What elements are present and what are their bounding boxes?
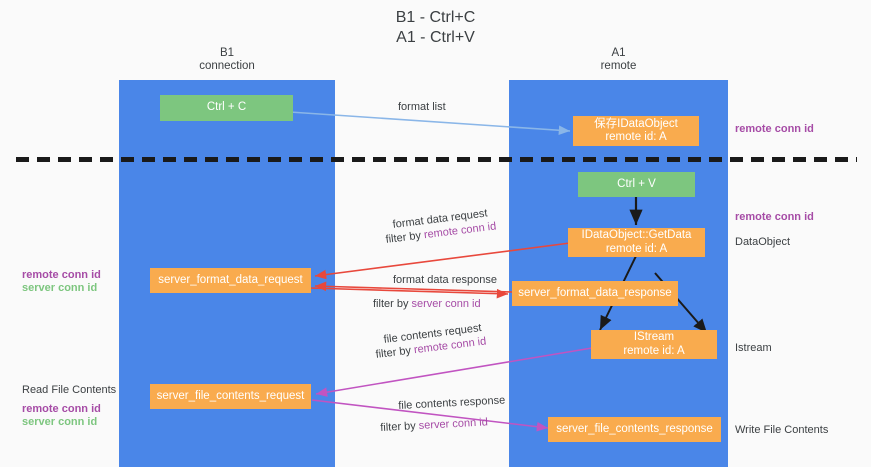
annotation-left-server-conn-id-2: server conn id	[22, 416, 98, 428]
phase-divider	[16, 157, 857, 162]
node-ctrl-c[interactable]: Ctrl + C	[160, 95, 293, 121]
annotation-left-remote-conn-id-1: remote conn id	[22, 269, 101, 281]
filter-key-server-conn-id-2: server conn id	[418, 416, 489, 432]
node-getdata-line2: remote id: A	[605, 242, 668, 255]
title-line-2: A1 - Ctrl+V	[396, 29, 475, 46]
node-server-format-data-request[interactable]: server_format_data_request	[150, 268, 311, 293]
lane-header-a1: A1 remote	[509, 47, 728, 73]
node-server-file-contents-response[interactable]: server_file_contents_response	[548, 417, 721, 442]
node-server-format-data-response[interactable]: server_format_data_response	[512, 281, 678, 306]
node-ctrl-v[interactable]: Ctrl + V	[578, 172, 695, 197]
annotation-read-file-contents: Read File Contents	[22, 384, 117, 396]
node-ctrl-c-label: Ctrl + C	[206, 101, 247, 114]
filter-key-server-conn-id-1: server conn id	[411, 298, 481, 310]
filter-prefix-2: filter by	[373, 298, 412, 310]
node-istream[interactable]: IStream remote id: A	[591, 330, 717, 359]
annotation-istream: Istream	[735, 342, 772, 354]
lane-header-b1-sub: connection	[199, 60, 255, 72]
edge-label-format-list: format list	[398, 101, 446, 113]
node-server-format-data-request-label: server_format_data_request	[158, 273, 303, 286]
node-save-idataobject[interactable]: 保存IDataObject remote id: A	[573, 116, 699, 146]
annotation-dataobject: DataObject	[735, 236, 791, 248]
filter-prefix-4: filter by	[380, 419, 420, 434]
annotation-left-server-conn-id-1: server conn id	[22, 282, 98, 294]
edge-label-file-contents-response: file contents response	[398, 394, 506, 412]
annotation-left-remote-conn-id-2: remote conn id	[22, 403, 101, 415]
node-getdata-line1: IDataObject::GetData	[581, 229, 692, 241]
annotation-remote-conn-id-mid: remote conn id	[735, 211, 814, 223]
edge-label-format-data-response: format data response	[393, 274, 497, 286]
edge-label-file-contents-response-filter: filter by server conn id	[380, 416, 488, 435]
lane-header-b1: B1 connection	[119, 47, 335, 73]
edge-label-format-data-response-filter: filter by server conn id	[373, 298, 481, 311]
node-save-idataobject-line2: remote id: A	[605, 131, 667, 143]
page-title: B1 - Ctrl+C A1 - Ctrl+V	[0, 8, 871, 48]
lane-header-a1-sub: remote	[600, 60, 637, 72]
node-server-format-data-response-label: server_format_data_response	[518, 286, 672, 299]
title-line-1: B1 - Ctrl+C	[395, 9, 476, 26]
node-save-idataobject-line1: 保存IDataObject	[594, 117, 678, 130]
lane-header-a1-name: A1	[611, 47, 626, 59]
node-idataobject-getdata[interactable]: IDataObject::GetData remote id: A	[568, 228, 705, 257]
node-server-file-contents-request-label: server_file_contents_request	[156, 389, 305, 402]
node-istream-line1: IStream	[633, 331, 675, 343]
filter-prefix-3: filter by	[375, 344, 415, 361]
annotation-remote-conn-id-top: remote conn id	[735, 123, 814, 135]
lane-header-b1-name: B1	[219, 47, 235, 59]
node-istream-line2: remote id: A	[623, 344, 685, 357]
node-server-file-contents-request[interactable]: server_file_contents_request	[150, 384, 311, 409]
node-server-file-contents-response-label: server_file_contents_response	[556, 422, 713, 435]
edge-format-data-response	[309, 287, 509, 299]
node-ctrl-v-label: Ctrl + V	[617, 177, 656, 190]
filter-prefix-1: filter by	[385, 229, 425, 246]
annotation-write-file-contents: Write File Contents	[735, 424, 829, 436]
